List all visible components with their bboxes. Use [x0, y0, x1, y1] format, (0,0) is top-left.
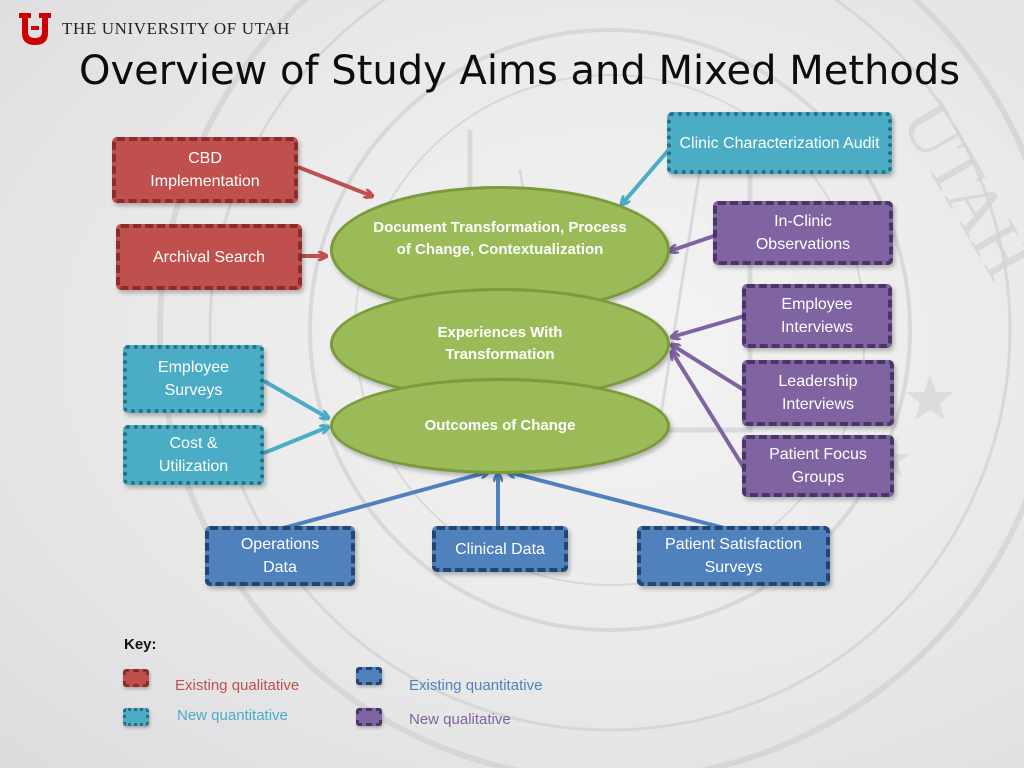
box-patient-focus-label: Patient Focus Groups [769, 446, 867, 486]
key-label-existing-quantitative: Existing quantitative [409, 677, 543, 694]
box-employee-interviews: Employee Interviews [742, 284, 892, 348]
ellipse-outcomes-label: Outcomes of Change [424, 417, 576, 434]
ellipse-outcomes: Outcomes of Change [330, 378, 670, 474]
box-in-clinic-observations: In-Clinic Observations [713, 201, 893, 265]
box-clinic-audit-label: Clinic Characterization Audit [679, 134, 880, 152]
box-employee-surveys-label: Employee Surveys [157, 359, 230, 399]
box-in-clinic-label: In-Clinic Observations [755, 213, 851, 253]
arrow-audit-to-document [622, 144, 674, 204]
box-operations-data: Operations Data [205, 526, 355, 586]
box-cbd-implementation: CBD Implementation [112, 137, 298, 203]
ellipse-experiences-label: Experiences With Transformation [437, 324, 563, 363]
box-archival-search: Archival Search [116, 224, 302, 290]
box-employee-surveys: Employee Surveys [123, 345, 264, 413]
box-operations-label: Operations Data [240, 536, 320, 576]
arrow-operations-to-outcomes [279, 472, 488, 531]
key-title: Key: [124, 636, 157, 653]
key-swatch-new-qualitative [356, 708, 382, 726]
key-swatch-existing-quantitative [356, 667, 382, 685]
arrow-observations-to-document [670, 234, 715, 251]
key-swatch-existing-qualitative [123, 669, 149, 687]
box-cost-label: Cost & Utilization [158, 435, 229, 475]
key-swatch-new-quantitative [123, 708, 149, 726]
arrow-satisfaction-to-outcomes [508, 472, 733, 532]
box-patient-satisfaction-surveys: Patient Satisfaction Surveys [637, 526, 830, 586]
university-name: THE UNIVERSITY OF UTAH [62, 19, 290, 38]
box-clinical-label: Clinical Data [455, 540, 545, 558]
box-cbd-label: CBD Implementation [150, 150, 260, 190]
box-employee-interviews-label: Employee Interviews [780, 296, 854, 336]
arrow-leadership-to-experiences [672, 345, 746, 392]
arrow-cbd-to-document [297, 165, 372, 196]
box-archival-label: Archival Search [152, 248, 266, 266]
box-leadership-interviews: Leadership Interviews [742, 360, 894, 426]
box-clinic-characterization-audit: Clinic Characterization Audit [667, 112, 892, 174]
arrow-employee-interviews-to-experiences [672, 314, 745, 337]
arrow-focus-to-experiences [672, 352, 746, 470]
box-clinical-data: Clinical Data [432, 526, 568, 572]
key-label-new-qualitative: New qualitative [409, 711, 511, 728]
arrow-surveys-to-outcomes [262, 379, 328, 418]
ellipse-document-label: Document Transformation, Process of Chan… [373, 219, 627, 258]
box-patient-focus-groups: Patient Focus Groups [742, 435, 894, 497]
page-title: Overview of Study Aims and Mixed Methods [79, 48, 961, 94]
box-cost-utilization: Cost & Utilization [123, 425, 264, 485]
box-leadership-label: Leadership Interviews [778, 373, 858, 413]
arrow-cost-to-outcomes [263, 427, 328, 455]
key-label-new-quantitative: New quantitative [177, 707, 288, 724]
ellipse-experiences: Experiences With Transformation [330, 288, 670, 400]
box-patient-satisfaction-label: Patient Satisfaction Surveys [665, 536, 802, 576]
block-u-logo-icon [19, 13, 51, 45]
key-label-existing-qualitative: Existing qualitative [175, 677, 300, 694]
